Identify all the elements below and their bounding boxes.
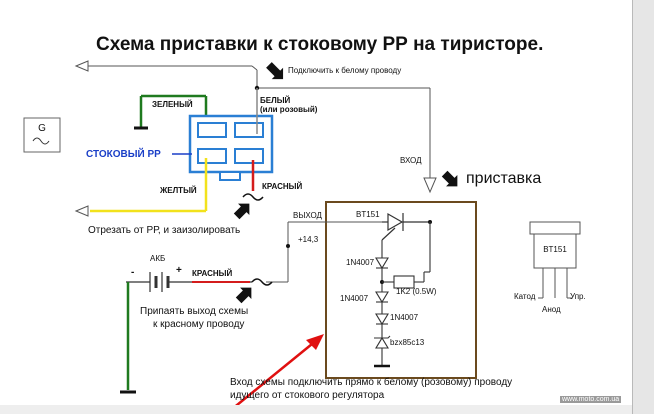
thyristor-symbol [381, 212, 430, 241]
solder-note-line2: к красному проводу [153, 319, 245, 330]
bt151-pinout-label: BT151 [543, 245, 567, 254]
junction-output [286, 244, 290, 248]
white-alt-label: (или розовый) [260, 105, 318, 114]
marker-arrow-red [235, 287, 252, 304]
output-label: ВЫХОД [293, 211, 322, 220]
red-pointer-line [225, 343, 313, 415]
battery-plus: + [176, 265, 182, 276]
image-frame-bottom [0, 405, 632, 414]
input-arrow [423, 177, 437, 194]
arrow-left-top [74, 60, 89, 72]
output-wire [266, 221, 382, 283]
input-connect-note-line2: идущего от стокового регулятора [230, 390, 385, 401]
generator-box [23, 117, 61, 153]
connector-pin-2 [234, 122, 264, 138]
zener-label: bzx85c13 [390, 338, 425, 347]
arrow-left-yellow [74, 205, 89, 217]
break-mark-bottom [251, 278, 273, 286]
white-wire-top [86, 65, 431, 178]
break-mark-top [242, 193, 264, 201]
solder-note-line1: Припаять выход схемы [140, 306, 249, 317]
yellow-wire-label: ЖЕЛТЫЙ [160, 186, 197, 195]
thyristor-label: BT151 [356, 210, 380, 219]
red-wire-top-label: КРАСНЫЙ [262, 182, 303, 191]
watermark: www.moto.com.ua [560, 396, 622, 403]
diode2-label: 1N4007 [340, 294, 369, 303]
connector-pin-1 [197, 122, 227, 138]
input-connect-note-line1: Вход схемы подключить прямо к белому (ро… [230, 377, 513, 388]
yellow-wire [90, 158, 208, 213]
diode3-label: 1N4007 [390, 313, 419, 322]
output-voltage-label: +14,3 [298, 235, 319, 244]
connector-pin-4 [234, 148, 264, 164]
diagram-title: Схема приставки к стоковому РР на тирист… [96, 34, 544, 55]
device-label: приставка [466, 170, 542, 187]
red-pointer-head [306, 334, 324, 350]
diode1-label: 1N4007 [346, 258, 375, 267]
connect-white-label: Подключить к белому проводу [288, 66, 402, 75]
marker-arrow-connect [266, 62, 284, 80]
bt151-package [529, 221, 581, 299]
resistor-symbol [382, 222, 431, 289]
connector-pin-3 [197, 148, 227, 164]
generator-label: G [38, 123, 46, 134]
marker-arrow-yellow [233, 203, 250, 220]
diode-chain [374, 240, 391, 366]
white-wire-label: БЕЛЫЙ [260, 96, 291, 105]
input-label: ВХОД [400, 156, 422, 165]
image-frame-right [632, 0, 654, 414]
red-wire-bottom-label: КРАСНЫЙ [192, 269, 233, 278]
connector-tab [219, 171, 241, 181]
stock-rr-label: СТОКОВЫЙ РР [86, 149, 161, 160]
green-wire-label: ЗЕЛЕНЫЙ [152, 100, 193, 109]
resistor-label: 1K2 (0.5W) [396, 287, 437, 296]
generator-sine [32, 137, 50, 145]
cut-off-note: Отрезать от РР, и заизолировать [88, 225, 241, 236]
cathode-label: Катод [514, 292, 536, 301]
anode-label: Анод [542, 305, 561, 314]
battery-minus: - [131, 267, 135, 278]
device-box [325, 201, 477, 379]
marker-arrow-device [441, 170, 458, 187]
gate-label: Упр. [570, 292, 586, 301]
battery-label: АКБ [150, 254, 166, 263]
